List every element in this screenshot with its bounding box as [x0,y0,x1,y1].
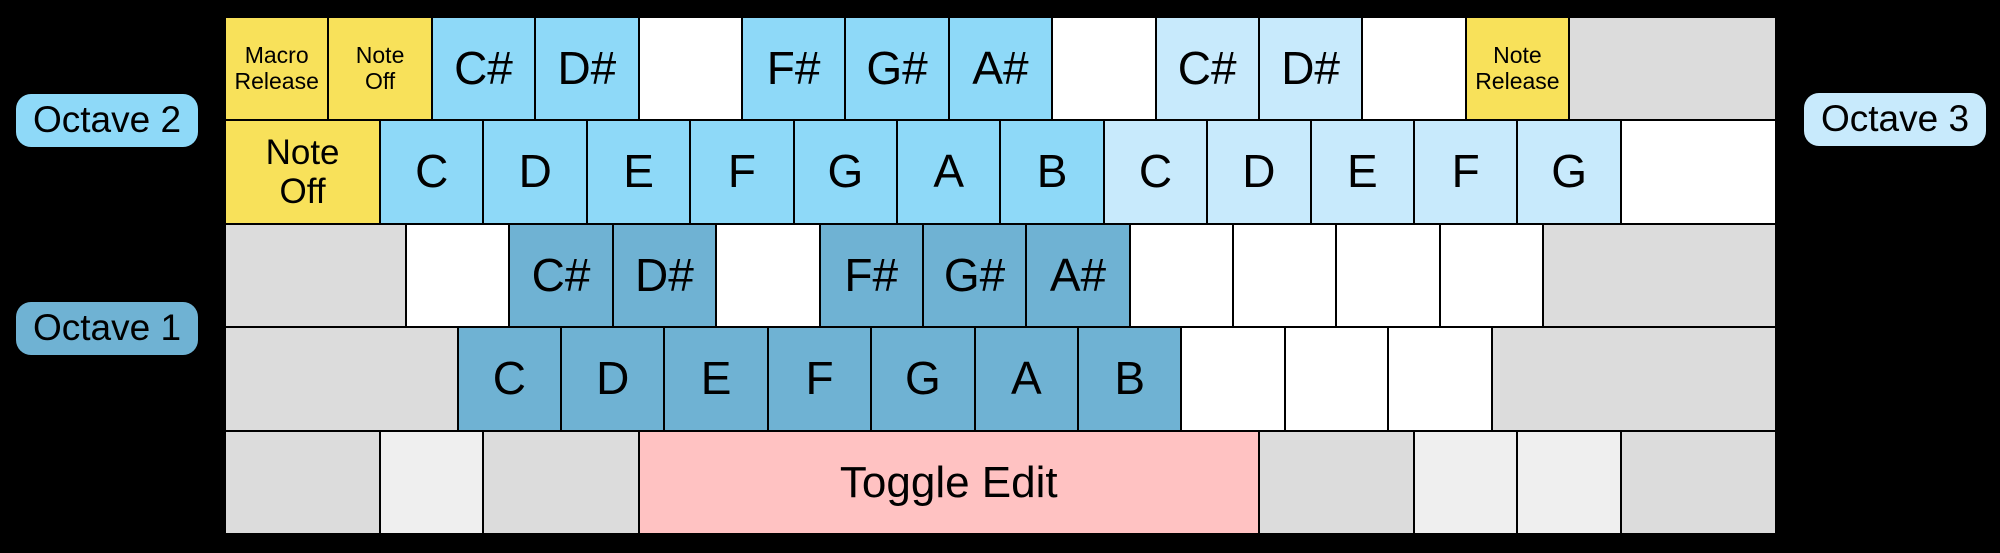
key-c: C [457,327,562,431]
key-f-sharp: F# [819,223,923,328]
key-c-sharp: C# [431,17,536,121]
key-inactive [483,430,639,535]
key-d-sharp: D# [612,223,717,328]
key-note-release: Note Release [1465,17,1570,121]
key-inactive [1258,430,1415,535]
key-unmapped [638,17,742,121]
key-e: E [664,327,768,431]
key-c: C [380,120,484,224]
key-g: G [871,327,975,431]
key-d-sharp: D# [1258,17,1363,121]
key-f: F [1414,120,1518,224]
octave-2-label: Octave 2 [16,94,199,147]
key-d-sharp: D# [535,17,639,121]
key-unmapped [1362,17,1466,121]
key-g-sharp: G# [922,223,1027,328]
octave-1-label: Octave 1 [16,302,199,355]
key-g: G [1517,120,1621,224]
key-unmapped [1181,327,1285,431]
key-a-sharp: A# [948,17,1053,121]
key-note-off: Note Off [328,17,432,121]
key-macro-release: Macro Release [225,17,329,121]
key-inactive [1569,17,1776,121]
key-inactive [225,430,381,535]
octave-3-label: Octave 3 [1804,93,1987,146]
key-a: A [974,327,1078,431]
key-unmapped [1052,17,1156,121]
key-g-sharp: G# [845,17,949,121]
key-a: A [897,120,1001,224]
key-unmapped [1620,120,1776,224]
key-d: D [1207,120,1311,224]
key-f: F [690,120,794,224]
key-d: D [561,327,665,431]
key-c-sharp: C# [509,223,613,328]
key-toggle-edit: Toggle Edit [638,430,1259,535]
key-f: F [767,327,872,431]
key-c: C [1103,120,1208,224]
key-a-sharp: A# [1026,223,1130,328]
key-inactive [225,327,458,431]
key-d: D [483,120,587,224]
keyboard-row-modifier-row: Toggle Edit [225,430,1776,535]
key-inactive [1414,430,1518,535]
key-unmapped [1388,327,1492,431]
keyboard-row-home-row: C#D# F#G#A# [225,223,1776,328]
key-f-sharp: F# [741,17,846,121]
key-unmapped [1233,223,1337,328]
key-unmapped [405,223,510,328]
key-unmapped [1284,327,1389,431]
key-inactive [1517,430,1621,535]
key-inactive [1620,430,1776,535]
key-unmapped [1336,223,1440,328]
key-unmapped [716,223,820,328]
key-inactive [1543,223,1776,328]
key-b: B [1000,120,1104,224]
key-inactive [1491,327,1776,431]
key-c-sharp: C# [1155,17,1259,121]
key-e: E [1310,120,1414,224]
key-inactive [225,223,406,328]
key-unmapped [1439,223,1544,328]
key-inactive [380,430,484,535]
key-note-off: Note Off [225,120,381,224]
key-b: B [1077,327,1182,431]
key-e: E [586,120,691,224]
key-unmapped [1129,223,1234,328]
key-g: G [793,120,898,224]
